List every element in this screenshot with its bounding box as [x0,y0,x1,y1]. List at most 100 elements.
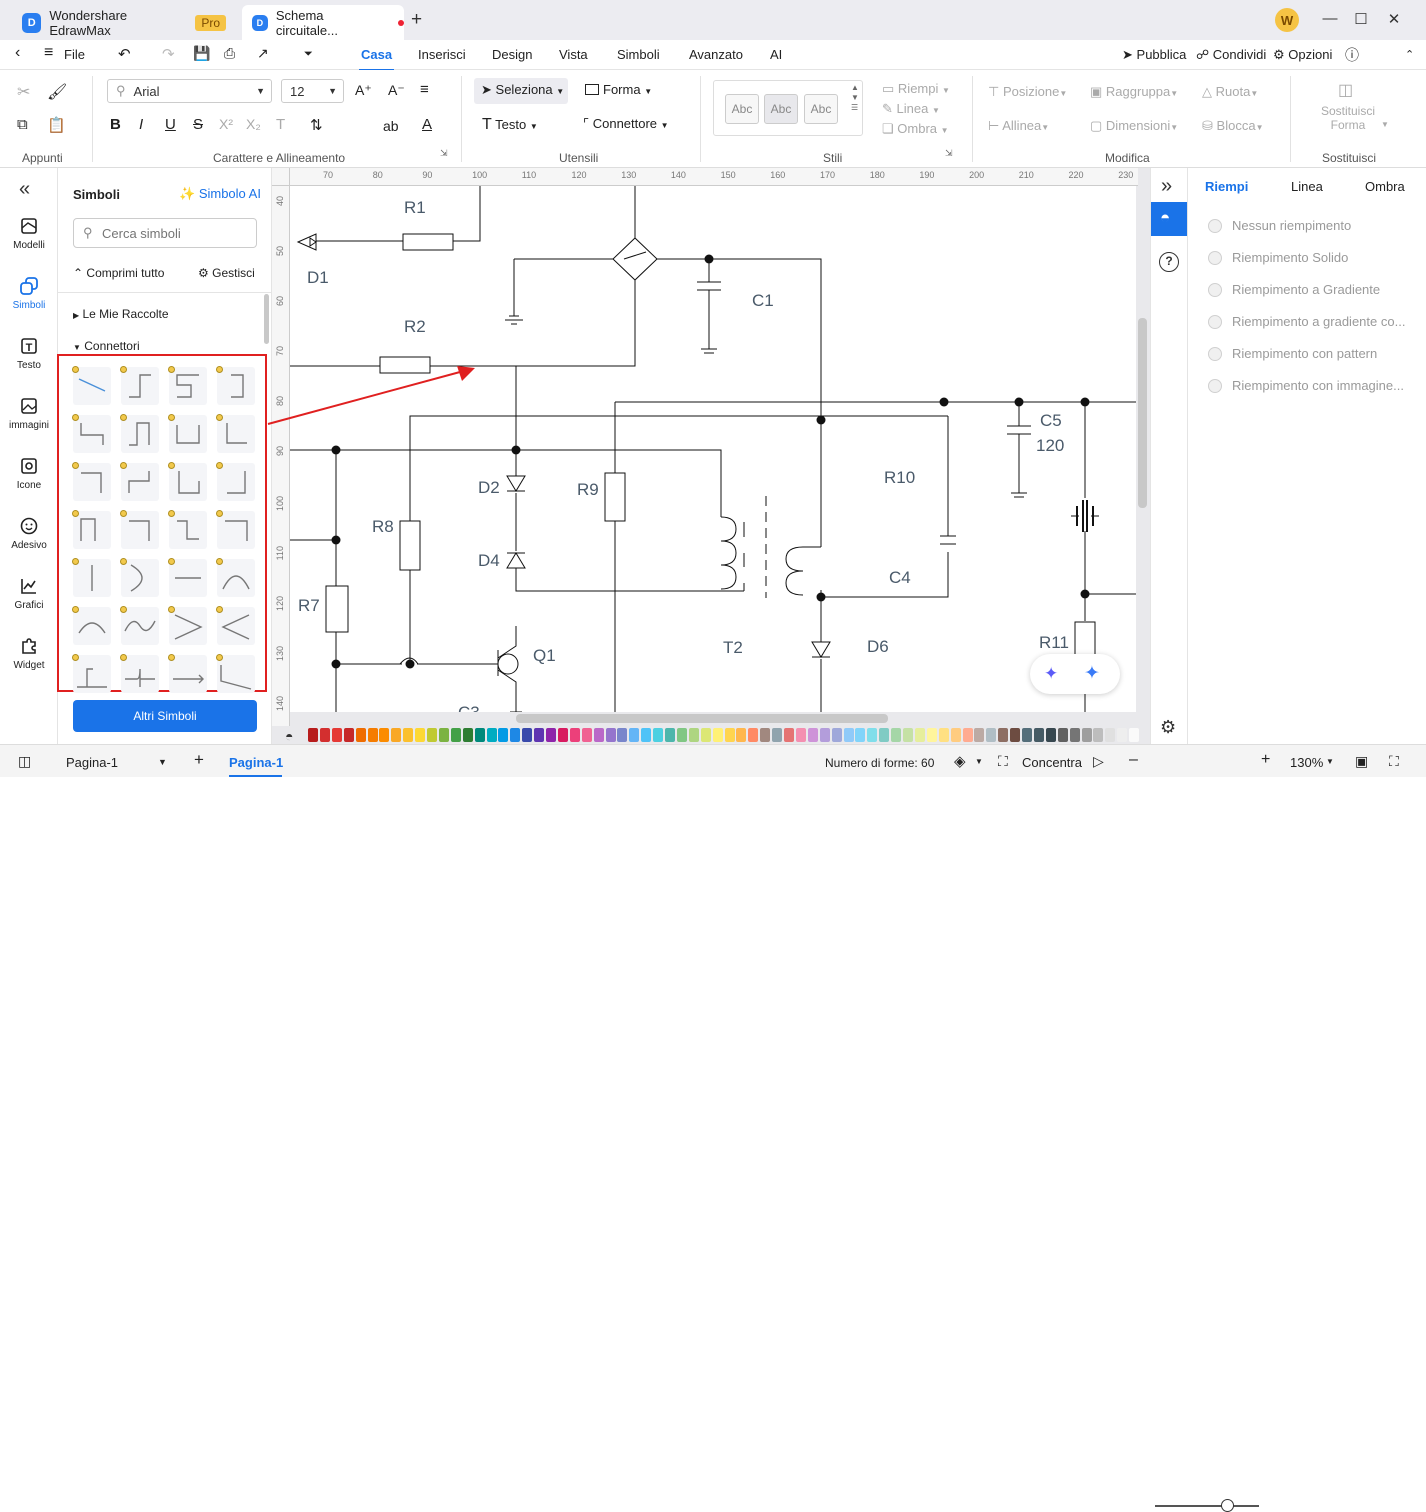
palette-swatch[interactable] [938,728,949,742]
palette-swatch[interactable] [486,728,497,742]
palette-swatch[interactable] [427,728,437,742]
connector-symbol[interactable] [72,606,111,645]
tab-shadow[interactable]: Ombra [1365,179,1405,194]
help-icon[interactable]: ⓘ [1345,47,1359,63]
chevron-down-icon[interactable]: ▼ [1381,120,1389,129]
layers-icon[interactable]: ◈ [954,753,966,770]
palette-swatch[interactable] [1069,728,1080,742]
format-painter-icon[interactable]: 🖌 [47,84,68,101]
palette-swatch[interactable] [641,728,652,742]
font-size-select[interactable]: 12▼ [281,79,344,103]
zoom-in-icon[interactable]: + [1261,751,1271,768]
palette-swatch[interactable] [855,728,866,742]
document-tab[interactable]: D Schema circuitale... [242,5,404,40]
palette-swatch[interactable] [1081,728,1092,742]
maximize-icon[interactable]: ☐ [1354,11,1368,28]
palette-swatch[interactable] [772,728,783,742]
menu-tab-design[interactable]: Design [492,47,533,62]
palette-swatch[interactable] [986,728,997,742]
zoom-slider-knob[interactable] [1221,1499,1235,1512]
copy-icon[interactable]: ⧉ [17,116,28,133]
palette-swatch[interactable] [629,728,640,742]
user-avatar[interactable]: W [1275,8,1299,32]
palette-swatch[interactable] [903,728,913,742]
connector-symbol[interactable] [120,462,159,501]
line-button[interactable]: ✎ Linea ▼ [882,101,940,117]
palette-swatch[interactable] [1045,728,1056,742]
resistor-r1[interactable] [402,233,454,251]
palette-swatch[interactable] [998,728,1009,742]
palette-swatch[interactable] [581,728,592,742]
redo-icon[interactable]: ↷ [162,46,175,63]
palette-swatch[interactable] [700,728,711,742]
cut-icon[interactable]: ✂ [17,84,31,101]
fit-page-icon[interactable]: ▣ [1355,753,1369,769]
palette-swatch[interactable] [962,728,973,742]
menu-tab-casa[interactable]: Casa [358,47,395,71]
chevron-down-icon[interactable]: ▼ [1326,757,1334,766]
connector-symbol[interactable] [120,366,159,405]
tab-fill[interactable]: Riempi [1205,179,1249,194]
palette-swatch[interactable] [557,728,568,742]
diode-d6[interactable] [811,641,831,658]
menu-tab-ai[interactable]: AI [770,47,783,62]
decrease-font-icon[interactable]: A⁻ [388,82,405,98]
export-icon[interactable]: ↗ [257,45,269,61]
resistor-r7[interactable] [325,585,349,633]
palette-swatch[interactable] [665,728,675,742]
diode-d1[interactable] [309,237,317,247]
page-layout-icon[interactable]: ◫ [18,753,32,769]
fill-panel-tab[interactable] [1151,202,1187,236]
more-symbols-button[interactable]: Altri Simboli [73,700,257,732]
new-tab-plus-icon[interactable]: + [411,9,423,30]
connector-symbol[interactable] [168,654,207,693]
select-tool-button[interactable]: ➤ Seleziona ▼ [481,82,564,98]
app-tab[interactable]: D Wondershare EdrawMax Pro [14,5,226,40]
connector-symbol[interactable] [216,654,255,693]
palette-swatch[interactable] [653,728,664,742]
palette-swatch[interactable] [831,728,842,742]
collapse-ribbon-icon[interactable]: ⌃ [1405,49,1415,61]
chevron-down-icon[interactable]: ▼ [975,757,983,766]
file-menu[interactable]: File [64,47,85,62]
palette-swatch[interactable] [807,728,818,742]
palette-swatch[interactable] [617,728,628,742]
style-sample-2[interactable]: Abc [764,94,798,124]
palette-swatch[interactable] [379,728,390,742]
lock-button[interactable]: ⛁ Blocca▼ [1202,118,1263,134]
panel-scrollbar[interactable] [264,294,269,344]
connector-symbol[interactable] [216,414,255,453]
palette-swatch[interactable] [367,728,378,742]
style-sample-1[interactable]: Abc [725,94,759,124]
palette-swatch[interactable] [1093,728,1104,742]
palette-swatch[interactable] [355,728,366,742]
palette-swatch[interactable] [462,728,473,742]
rail-widgets[interactable]: Widget [0,636,58,671]
palette-swatch[interactable] [546,728,556,742]
palette-swatch[interactable] [819,728,830,742]
dialog-launcher-icon[interactable]: ⇲ [440,148,448,158]
publish-button[interactable]: ➤ Pubblica [1122,47,1186,63]
menu-tab-inserisci[interactable]: Inserisci [418,47,466,62]
connectors-section[interactable]: ▼ Connettori [73,339,140,353]
page-selector[interactable]: Pagina-1 [66,755,119,770]
text-case-icon[interactable]: T [276,116,286,133]
palette-swatch[interactable] [879,728,890,742]
palette-swatch[interactable] [1022,728,1032,742]
palette-swatch[interactable] [760,728,771,742]
undo-icon[interactable]: ↶ [118,46,131,63]
palette-swatch[interactable] [403,728,414,742]
palette-swatch[interactable] [926,728,937,742]
palette-swatch[interactable] [688,728,699,742]
connector-symbol[interactable] [72,558,111,597]
expand-panel-icon[interactable]: » [1161,175,1173,197]
save-icon[interactable]: 💾 [193,45,211,61]
palette-swatch[interactable] [867,728,878,742]
palette-swatch[interactable] [784,728,794,742]
palette-swatch[interactable] [1105,728,1116,742]
close-window-icon[interactable]: ✕ [1387,11,1401,28]
tab-line[interactable]: Linea [1291,179,1323,194]
rail-charts[interactable]: Grafici [0,576,58,611]
replace-shape-button[interactable]: Sostituisci Forma [1320,104,1376,132]
